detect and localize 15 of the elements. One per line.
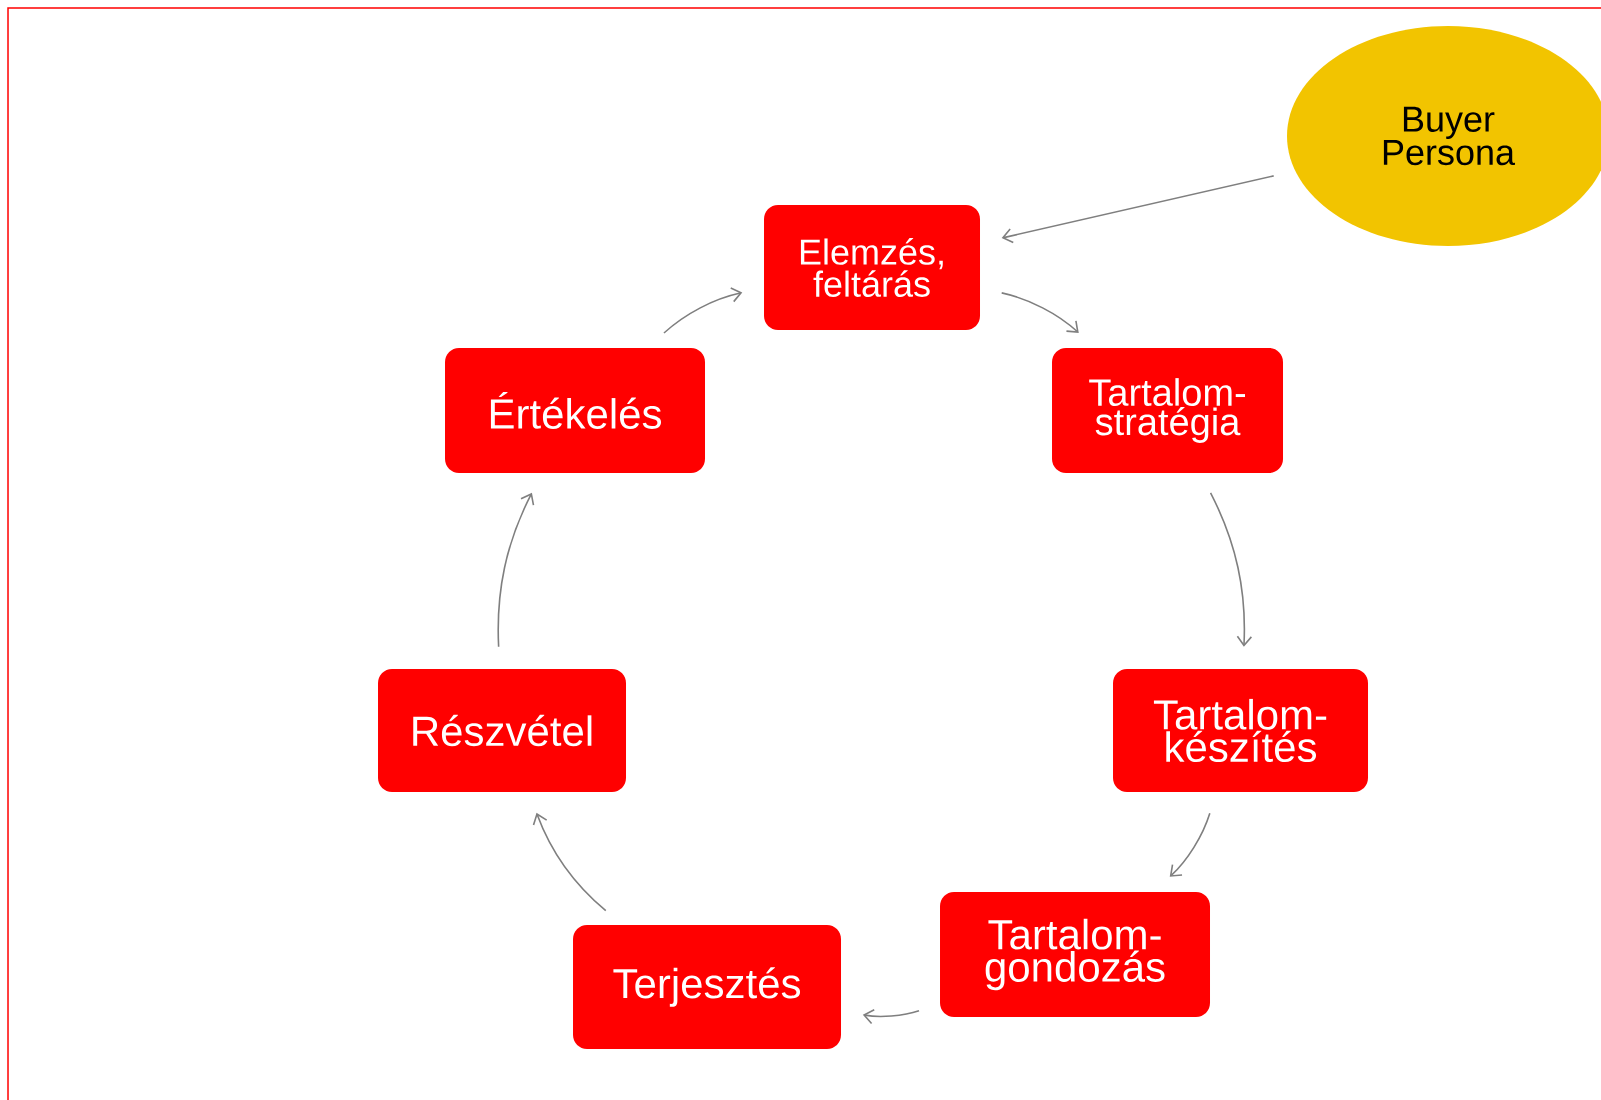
process-box: Tartalom-gondozás — [940, 892, 1210, 1017]
arrow — [497, 492, 535, 648]
process-box: Tartalom-stratégia — [1052, 348, 1283, 473]
arrow — [532, 812, 607, 912]
arrow — [862, 1009, 920, 1025]
arrow — [1000, 292, 1079, 333]
process-box: Elemzés, feltárás — [764, 205, 980, 330]
process-box: Terjesztés — [573, 925, 841, 1049]
arrow — [1169, 812, 1211, 877]
arrow — [663, 287, 743, 334]
arrow — [1209, 491, 1253, 647]
arrow — [1001, 175, 1275, 244]
process-box: Részvétel — [378, 669, 626, 792]
process-box: Értékelés — [445, 348, 705, 473]
process-box: Tartalom-készítés — [1113, 669, 1368, 792]
